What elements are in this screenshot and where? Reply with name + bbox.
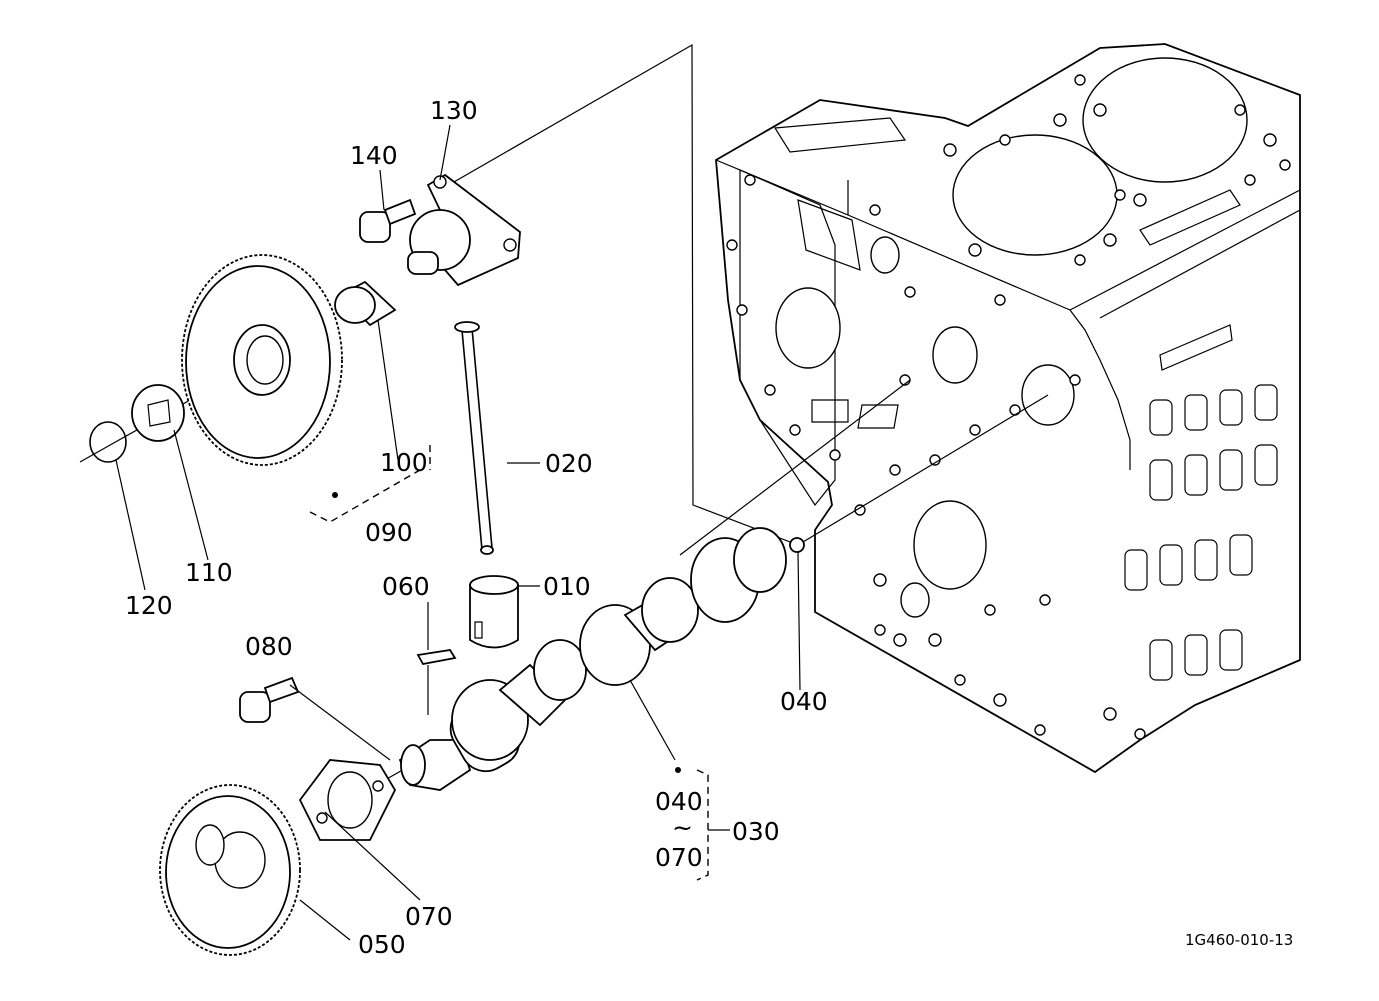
bushing bbox=[334, 280, 397, 327]
thrust-plate bbox=[298, 759, 397, 841]
bolt-hole-icon bbox=[726, 74, 1291, 740]
callout-120: 120 bbox=[125, 591, 173, 620]
key bbox=[416, 649, 457, 666]
callout-060: 060 bbox=[382, 572, 430, 601]
callout-070-range: 070 bbox=[655, 843, 703, 872]
drawing-code: 1G460-010-13 bbox=[1185, 931, 1293, 949]
circlip bbox=[89, 421, 127, 463]
washer bbox=[131, 384, 185, 442]
callout-070: 070 bbox=[405, 902, 453, 931]
callout-090: 090 bbox=[365, 518, 413, 547]
callout-110: 110 bbox=[185, 558, 233, 587]
callout-030: 030 bbox=[732, 817, 780, 846]
callout-130: 130 bbox=[430, 96, 478, 125]
engine-block bbox=[715, 43, 1301, 774]
callout-labels: 130 140 100 090 020 010 110 120 060 080 … bbox=[125, 96, 1293, 959]
callout-range-separator: ~ bbox=[672, 813, 693, 842]
cylinder-bore-icon bbox=[1082, 57, 1248, 183]
callout-050: 050 bbox=[358, 930, 406, 959]
o-ring-icon bbox=[789, 537, 805, 553]
cam-gear bbox=[159, 784, 301, 956]
callout-040-range: 040 bbox=[655, 787, 703, 816]
bolt-lower bbox=[239, 676, 300, 723]
idler-gear bbox=[181, 254, 343, 498]
callout-020: 020 bbox=[545, 449, 593, 478]
cylinder-bore-icon bbox=[952, 134, 1118, 256]
idle-gear-shaft-bracket bbox=[407, 173, 521, 287]
tappet bbox=[469, 575, 519, 649]
callout-100: 100 bbox=[380, 448, 428, 477]
callout-040-ring: 040 bbox=[780, 687, 828, 716]
callout-lines bbox=[115, 124, 801, 941]
callout-010: 010 bbox=[543, 572, 591, 601]
callout-140: 140 bbox=[350, 141, 398, 170]
bolt-upper bbox=[359, 198, 417, 243]
push-rod bbox=[454, 321, 494, 555]
camshaft bbox=[398, 527, 805, 791]
callout-080: 080 bbox=[245, 632, 293, 661]
